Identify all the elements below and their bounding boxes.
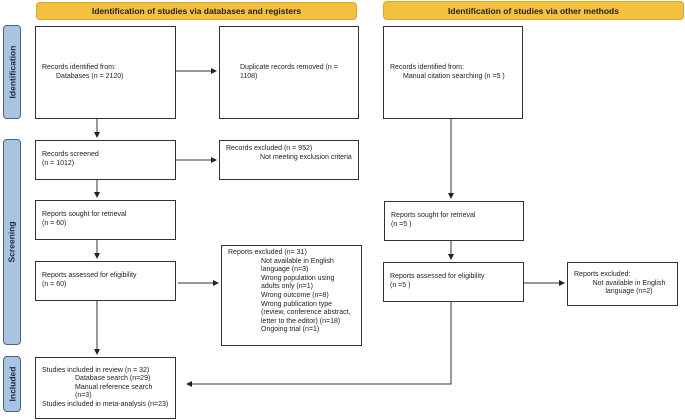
other-reports-assessed-detail: (n =5 ) — [390, 282, 411, 289]
duplicates-removed-text: Duplicate records removed (n = 1108) — [240, 63, 338, 80]
other-reports-assessed-box: Reports assessed for eligibility (n =5 ) — [383, 262, 524, 302]
reports-assessed-title: Reports assessed for eligibility — [42, 272, 137, 280]
other-reports-excluded-detail: Not available in English language (n=2) — [592, 279, 666, 296]
stage-screening: Screening — [3, 139, 21, 345]
records-screened-title: Records screened — [42, 151, 99, 159]
reports-sought-box: Reports sought for retrieval (n = 60) — [35, 200, 176, 240]
other-reports-sought-detail: (n =5 ) — [391, 221, 412, 228]
other-records-identified-box: Records identified from: Manual citation… — [383, 26, 523, 119]
other-reports-sought-box: Reports sought for retrieval (n =5 ) — [384, 201, 524, 241]
studies-included-box: Studies included in review (n = 32) Data… — [35, 357, 176, 419]
reports-excluded-box: Reports excluded (n= 31) Not available i… — [221, 245, 362, 346]
studies-included-manual: Manual reference search (n=3) — [75, 383, 153, 400]
reports-excluded-reason: Wrong outcome (n=8) — [261, 291, 329, 299]
records-screened-box: Records screened (n = 1012) — [35, 140, 176, 180]
other-reports-excluded-box: Reports excluded: Not available in Engli… — [567, 262, 678, 306]
reports-sought-detail: (n = 60) — [42, 220, 67, 227]
reports-excluded-reason: Not available in English language (n=3) — [261, 257, 334, 274]
stage-included: Included — [3, 356, 21, 412]
records-identified-title: Records identified from: — [42, 63, 116, 71]
reports-assessed-detail: (n = 60) — [42, 281, 67, 288]
other-records-identified-detail: Manual citation searching (n =5 ) — [403, 72, 505, 80]
records-identified-box: Records identified from: Databases (n = … — [35, 26, 176, 119]
other-reports-excluded-title: Reports excluded: — [574, 271, 631, 279]
other-reports-sought-title: Reports sought for retrieval — [391, 212, 476, 220]
reports-excluded-title: Reports excluded (n= 31) — [228, 249, 307, 256]
reports-excluded-reason: Wrong publication type (review, conferen… — [261, 300, 351, 325]
studies-included-title: Studies included in review (n = 32) — [42, 366, 150, 374]
studies-included-database: Database search (n=29) — [75, 375, 151, 383]
records-screened-detail: (n = 1012) — [42, 160, 75, 167]
arrow — [186, 302, 452, 387]
records-excluded-title: Records excluded (n = 952) — [226, 145, 313, 152]
reports-excluded-reason: Ongoing trial (n=1) — [261, 326, 320, 334]
header-databases: Identification of studies via databases … — [36, 2, 357, 20]
duplicates-removed-box: Duplicate records removed (n = 1108) — [219, 26, 359, 119]
records-identified-detail: Databases (n = 2120) — [56, 72, 124, 80]
other-reports-assessed-title: Reports assessed for eligibility — [390, 273, 485, 281]
records-excluded-detail: Not meeting exclusion criteria — [260, 153, 352, 161]
records-excluded-box: Records excluded (n = 952) Not meeting e… — [219, 140, 359, 180]
reports-sought-title: Reports sought for retrieval — [42, 211, 127, 219]
reports-assessed-box: Reports assessed for eligibility (n = 60… — [35, 261, 176, 301]
header-other-methods: Identification of studies via other meth… — [383, 1, 684, 20]
reports-excluded-reason: Wrong population using adults only (n=1) — [261, 274, 335, 291]
stage-identification: Identification — [3, 25, 21, 119]
studies-included-meta: Studies included in meta-analysis (n=23) — [42, 400, 169, 408]
other-records-identified-title: Records identified from: — [390, 63, 464, 71]
